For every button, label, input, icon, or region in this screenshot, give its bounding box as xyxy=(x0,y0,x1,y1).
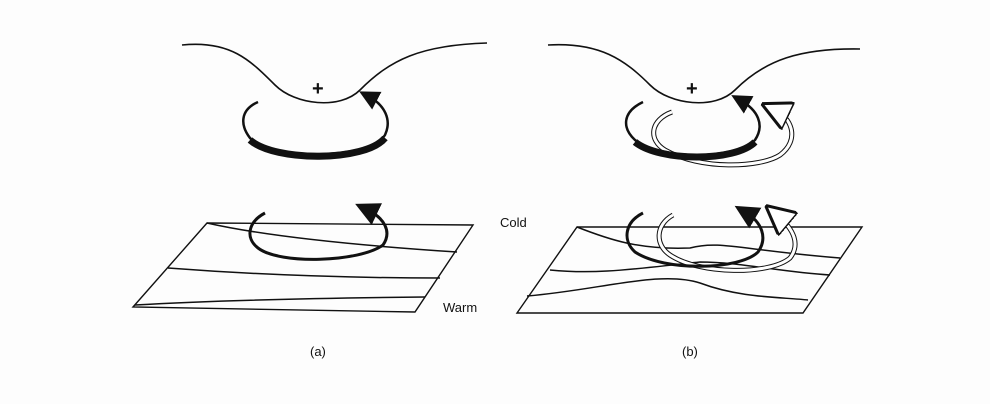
isotherm-b1 xyxy=(576,226,841,259)
surface-circulation-b-white xyxy=(656,212,798,273)
plus-marker-a: + xyxy=(312,78,324,100)
surface-plane-b xyxy=(515,226,864,314)
upper-level-trough-a xyxy=(181,42,488,104)
isotherm-a1 xyxy=(206,222,458,253)
isotherm-a3 xyxy=(134,296,426,306)
cold-label: Cold xyxy=(500,215,527,230)
plus-marker-b: + xyxy=(686,78,698,100)
isotherm-a2 xyxy=(167,267,441,279)
panel-a-caption: (a) xyxy=(310,344,326,359)
surface-circulation-a xyxy=(248,203,389,261)
upper-level-trough-b xyxy=(547,43,861,104)
panel-b-caption: (b) xyxy=(682,344,698,359)
upper-circulation-a-thick xyxy=(247,135,388,160)
isotherm-b2 xyxy=(549,261,831,276)
warm-label: Warm xyxy=(443,300,478,315)
surface-circulation-b xyxy=(625,205,765,268)
isotherm-b3 xyxy=(526,277,809,301)
